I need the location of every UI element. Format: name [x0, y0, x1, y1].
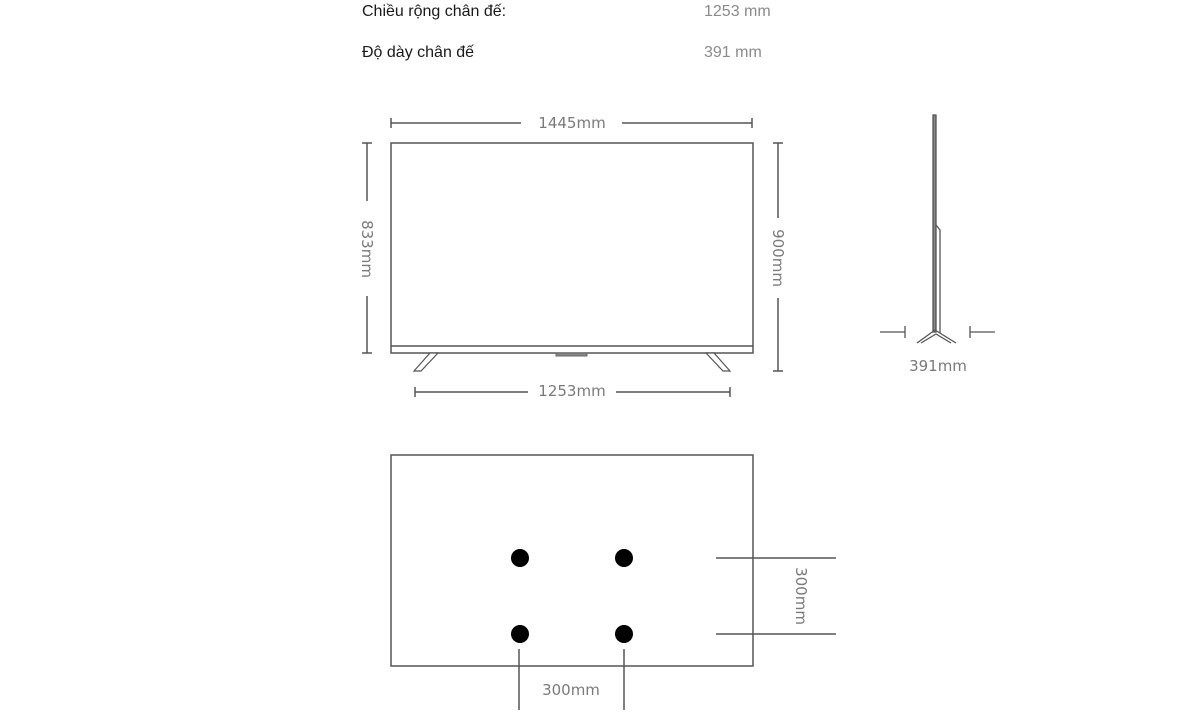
mounting-hole [511, 625, 529, 643]
tv-back-outline [390, 454, 754, 667]
vesa-mounting-holes [511, 549, 633, 643]
tv-screen-outline [390, 142, 754, 354]
height-with-stand-label: 900mm [769, 229, 787, 287]
stand-depth-label: 391mm [909, 357, 967, 375]
height-without-stand-label: 833mm [358, 220, 376, 278]
width-dimension-label: 1445mm [538, 114, 605, 132]
spec-row-stand-width: Chiều rộng chân đế: 1253 mm [362, 3, 802, 27]
spec-value: 1253 mm [704, 3, 771, 20]
mounting-hole [511, 549, 529, 567]
mounting-hole [615, 625, 633, 643]
side-view [880, 114, 995, 344]
vesa-horizontal-label: 300mm [542, 681, 600, 699]
mounting-hole [615, 549, 633, 567]
spec-label: Độ dày chân đế [362, 44, 475, 61]
spec-label: Chiều rộng chân đế: [362, 3, 507, 20]
stand-width-label: 1253mm [538, 382, 605, 400]
spec-value: 391 mm [704, 44, 762, 61]
vesa-vertical-label: 300mm [792, 567, 810, 625]
spec-row-stand-depth: Độ dày chân đế 391 mm [362, 44, 802, 68]
vesa-view [390, 454, 836, 710]
front-view [362, 118, 783, 397]
